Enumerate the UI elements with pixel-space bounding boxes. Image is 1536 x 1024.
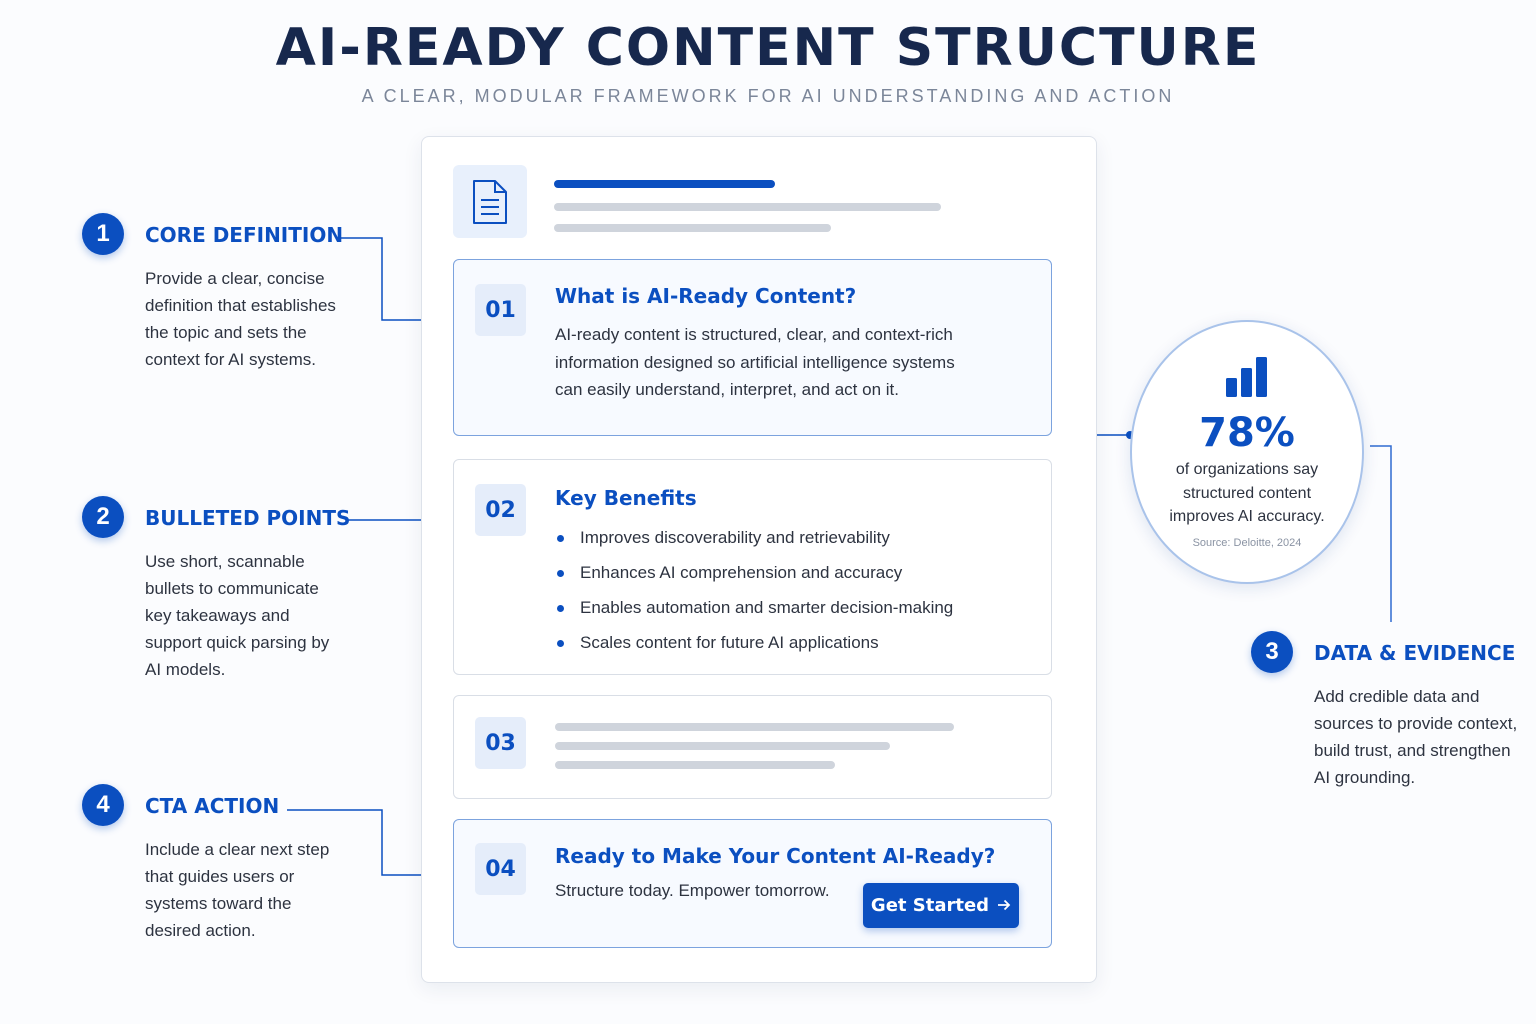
section-body: AI-ready content is structured, clear, a… bbox=[555, 325, 955, 399]
section-benefits: 02 Key Benefits Improves discoverability… bbox=[453, 459, 1052, 675]
stat-source: Source: Deloitte, 2024 bbox=[1192, 537, 1302, 549]
step-badge: 1 bbox=[82, 213, 124, 255]
list-item: Enables automation and smarter decision-… bbox=[555, 598, 953, 633]
connector-data-evidence bbox=[1370, 445, 1392, 622]
text-placeholder-bar bbox=[554, 224, 831, 232]
list-item: Enhances AI comprehension and accuracy bbox=[555, 563, 953, 598]
annotation-description: Add credible data and sources to provide… bbox=[1314, 687, 1518, 787]
stat-callout: 78% of organizations say structured cont… bbox=[1130, 320, 1364, 584]
annotation-heading: DATA & EVIDENCE bbox=[1314, 641, 1516, 665]
stat-value: 78% bbox=[1199, 410, 1295, 456]
benefits-list: Improves discoverability and retrievabil… bbox=[555, 528, 953, 668]
step-badge: 3 bbox=[1251, 631, 1293, 673]
document-icon bbox=[453, 165, 527, 238]
annotation-heading: BULLETED POINTS bbox=[145, 506, 351, 530]
section-body: Structure today. Empower tomorrow. bbox=[555, 881, 830, 900]
stat-description: of organizations say structured content … bbox=[1169, 461, 1325, 525]
section-cta: 04 Ready to Make Your Content AI-Ready? … bbox=[453, 819, 1052, 948]
text-placeholder-bar bbox=[555, 761, 835, 769]
page-title: AI-READY CONTENT STRUCTURE bbox=[275, 18, 1261, 78]
section-title: What is AI-Ready Content? bbox=[555, 284, 857, 308]
page-subtitle: A CLEAR, MODULAR FRAMEWORK FOR AI UNDERS… bbox=[361, 86, 1175, 106]
title-placeholder-bar bbox=[554, 180, 775, 188]
section-number: 04 bbox=[475, 843, 526, 895]
section-definition: 01 What is AI-Ready Content? AI-ready co… bbox=[453, 259, 1052, 436]
section-title: Ready to Make Your Content AI-Ready? bbox=[555, 844, 996, 868]
annotation-heading: CTA ACTION bbox=[145, 794, 280, 818]
section-number: 02 bbox=[475, 484, 526, 536]
annotation-heading: CORE DEFINITION bbox=[145, 223, 344, 247]
section-number: 01 bbox=[475, 284, 526, 336]
step-badge: 2 bbox=[82, 496, 124, 538]
list-item: Scales content for future AI application… bbox=[555, 633, 953, 668]
annotation-description: Provide a clear, concise definition that… bbox=[145, 269, 336, 369]
list-item: Improves discoverability and retrievabil… bbox=[555, 528, 953, 563]
arrow-right-icon bbox=[997, 895, 1011, 916]
section-title: Key Benefits bbox=[555, 486, 697, 510]
section-placeholder: 03 bbox=[453, 695, 1052, 799]
step-badge: 4 bbox=[82, 784, 124, 826]
button-label: Get Started bbox=[870, 895, 990, 916]
section-number: 03 bbox=[475, 717, 526, 769]
annotation-description: Include a clear next step that guides us… bbox=[145, 840, 330, 940]
annotation-description: Use short, scannable bullets to communic… bbox=[145, 552, 330, 679]
get-started-button[interactable]: Get Started bbox=[863, 883, 1019, 928]
text-placeholder-bar bbox=[555, 723, 954, 731]
text-placeholder-bar bbox=[555, 742, 890, 750]
bar-chart-icon bbox=[1226, 357, 1267, 397]
text-placeholder-bar bbox=[554, 203, 941, 211]
